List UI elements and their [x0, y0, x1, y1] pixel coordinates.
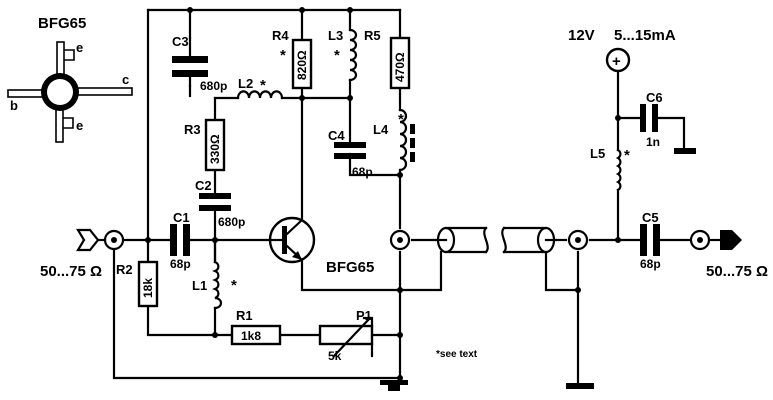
l3-name: L3 — [328, 28, 343, 43]
r4-value: 820Ω — [295, 50, 309, 80]
r2-value: 18k — [141, 278, 155, 298]
coax-cable — [434, 226, 558, 254]
c6-value: 1n — [646, 135, 660, 149]
capacitor-c5: C5 68p — [640, 210, 661, 271]
c5-name: C5 — [642, 210, 659, 225]
ground-symbols — [380, 148, 696, 391]
inductor-l5: L5 * — [590, 146, 630, 192]
see-text-note: *see text — [436, 349, 478, 360]
c4-value: 68p — [352, 165, 373, 179]
resistor-r3: 330Ω R3 — [184, 118, 226, 172]
l2-asterisk: * — [260, 77, 266, 94]
input-impedance: 50...75 Ω — [40, 263, 102, 280]
p1-value: 5k — [328, 349, 342, 363]
c4-name: C4 — [328, 128, 345, 143]
wires — [112, 8, 692, 387]
p1-name: P1 — [356, 308, 372, 323]
potentiometer-p1: P1 5k — [318, 308, 374, 363]
r1-value: 1k8 — [241, 329, 261, 343]
inductor-l1: L1 * — [192, 260, 237, 310]
r5-value: 470Ω — [393, 52, 407, 82]
resistor-r5: 470Ω R5 — [364, 28, 411, 90]
inductor-l2: L2 * — [236, 76, 284, 100]
capacitor-c2: C2 680p — [195, 178, 245, 229]
inductor-l3: L3 * — [328, 28, 358, 82]
resistor-r1: 1k8 R1 — [230, 308, 282, 346]
output-arrow: 50...75 Ω — [706, 230, 768, 280]
transistor-label: BFG65 — [326, 259, 374, 276]
l5-asterisk: * — [624, 147, 630, 164]
capacitor-c3: C3 680p — [172, 34, 227, 93]
c3-name: C3 — [172, 34, 189, 49]
junction-dots — [145, 7, 621, 381]
r4-name: R4 — [272, 28, 289, 43]
pin-e-bottom-label: e — [76, 118, 83, 133]
l5-name: L5 — [590, 146, 605, 161]
output-impedance: 50...75 Ω — [706, 263, 768, 280]
r1-name: R1 — [236, 308, 253, 323]
resistor-r4: 820Ω R4 * — [272, 28, 313, 90]
pin-e-top-label: e — [76, 40, 83, 55]
c3-value: 680p — [200, 79, 227, 93]
supply-current: 5...15mA — [614, 27, 676, 44]
r3-value: 330Ω — [208, 134, 222, 164]
pinout-title: BFG65 — [38, 15, 86, 32]
c2-value: 680p — [218, 215, 245, 229]
c1-value: 68p — [170, 257, 191, 271]
r3-name: R3 — [184, 122, 201, 137]
supply-plus: + — [612, 53, 621, 70]
l1-name: L1 — [192, 278, 207, 293]
supply-voltage: 12V — [568, 27, 595, 44]
inductor-l4: L4 * — [373, 108, 415, 172]
c5-value: 68p — [640, 257, 661, 271]
l4-name: L4 — [373, 122, 389, 137]
capacitor-c6: C6 1n — [640, 90, 663, 149]
input-arrow: 50...75 Ω — [40, 228, 107, 280]
r2-name: R2 — [116, 262, 133, 277]
l1-asterisk: * — [231, 277, 237, 294]
pin-c-label: c — [122, 72, 129, 87]
capacitor-c1: C1 68p — [170, 210, 191, 271]
l3-asterisk: * — [334, 47, 340, 64]
resistor-r2: 18k R2 — [116, 260, 159, 308]
r4-asterisk: * — [280, 47, 286, 64]
l2-name: L2 — [238, 76, 253, 91]
l4-asterisk: * — [398, 111, 404, 128]
supply-terminal: + 12V 5...15mA — [568, 27, 676, 73]
pinout-diagram: BFG65 e e b c — [7, 15, 133, 143]
c6-name: C6 — [646, 90, 663, 105]
r5-name: R5 — [364, 28, 381, 43]
transistor-bfg65: BFG65 — [268, 216, 374, 276]
c2-name: C2 — [195, 178, 212, 193]
pin-b-label: b — [10, 98, 18, 113]
capacitor-c4: C4 68p — [328, 128, 373, 179]
c1-name: C1 — [173, 210, 190, 225]
